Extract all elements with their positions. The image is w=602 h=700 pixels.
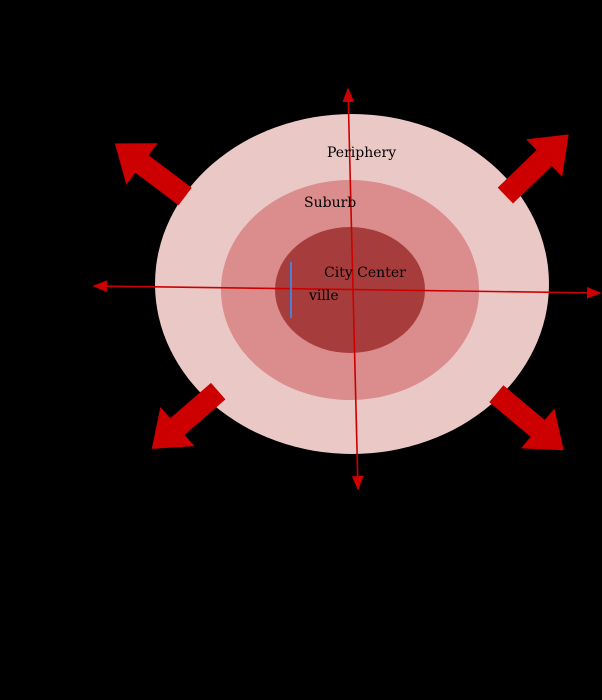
expansion-arrow-north-east — [497, 134, 569, 204]
ville-label: ville — [308, 288, 339, 304]
periphery-label: Periphery — [327, 145, 396, 161]
expansion-arrow-south-east — [489, 385, 564, 451]
suburb-label: Suburb — [304, 195, 356, 211]
expansion-arrow-north-west — [114, 143, 192, 206]
city-center-label: City Center — [324, 265, 406, 281]
vertical-axis-arrow — [342, 87, 364, 491]
expansion-arrow-south-west — [151, 382, 226, 449]
